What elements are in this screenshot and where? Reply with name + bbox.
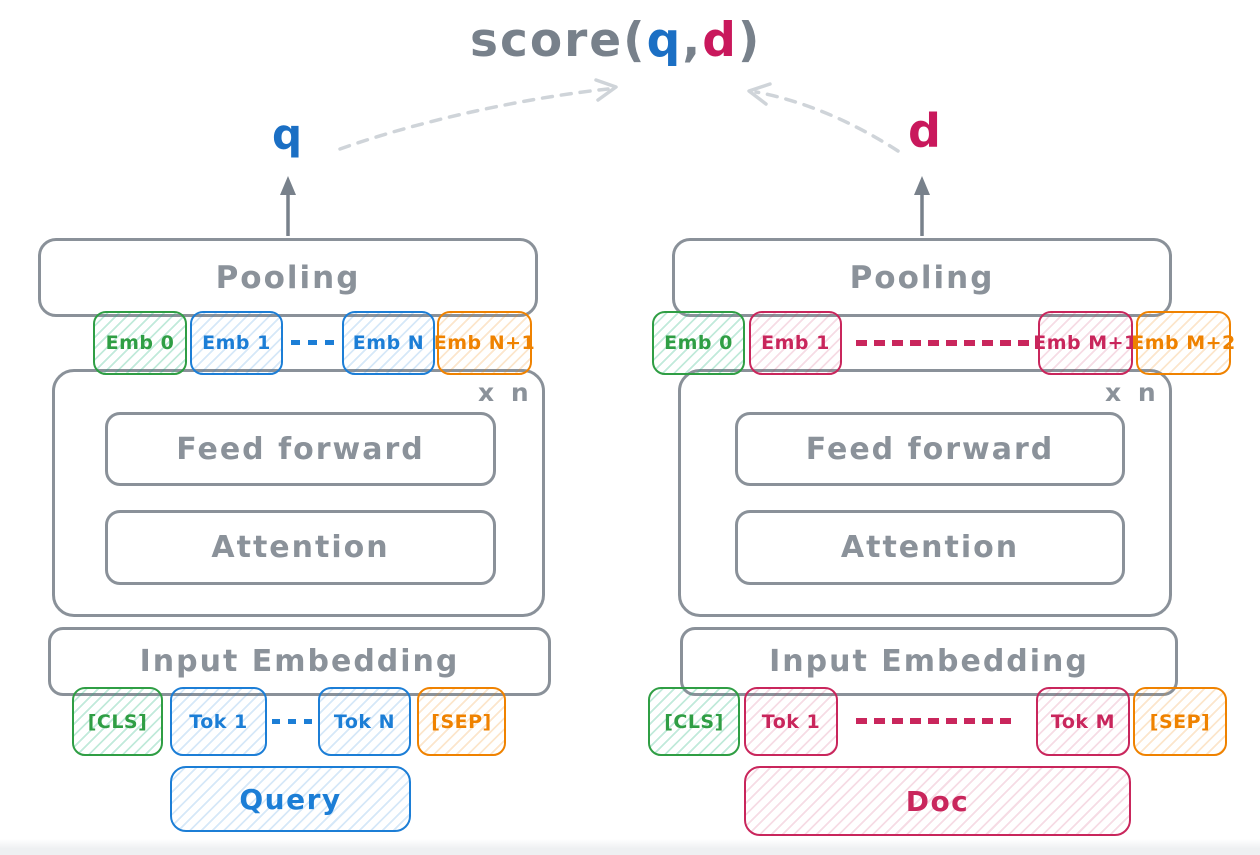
emb-chip-query-sep: Emb N+1 (434, 311, 535, 375)
query-vector-symbol: q (272, 110, 303, 159)
token-chip-doc-cls: [CLS] (648, 687, 740, 756)
dashed-arrow-q-to-score (338, 87, 610, 151)
emb-chip-doc-m1: Emb M+1 (1033, 311, 1137, 375)
token-chip-label: Tok M (1050, 710, 1116, 733)
score-formula: score(q,d) (470, 13, 761, 68)
page-bottom-edge (0, 839, 1260, 855)
feed-forward-box-query: Feed forward (105, 412, 496, 486)
pooling-label-doc: Pooling (849, 259, 995, 296)
score-comma: , (682, 13, 703, 68)
score-close-paren: ) (737, 13, 762, 68)
score-arg-d: d (702, 13, 738, 68)
token-chip-label: Tok 1 (761, 710, 821, 733)
dashed-arrowhead-q (594, 78, 618, 102)
doc-vector-symbol: d (908, 104, 941, 158)
emb-chip-query-n: Emb N (342, 311, 435, 375)
emb-chip-label: Emb 1 (202, 332, 271, 354)
input-embedding-box-doc: Input Embedding (680, 627, 1178, 696)
token-chip-doc-m: Tok M (1036, 687, 1130, 756)
token-chip-label: [SEP] (1149, 710, 1211, 733)
doc-input-box: Doc (744, 766, 1131, 836)
feed-forward-label: Feed forward (805, 431, 1055, 467)
emb-chip-label: Emb 0 (105, 332, 175, 354)
transformer-block-query (52, 369, 545, 617)
score-arg-q: q (646, 13, 683, 68)
token-chip-label: [CLS] (664, 710, 724, 733)
emb-chip-doc-0: Emb 0 (652, 311, 745, 375)
score-function-text: score( (470, 13, 647, 68)
attention-box-doc: Attention (735, 510, 1125, 585)
token-chip-label: [SEP] (431, 710, 492, 733)
attention-box-query: Attention (105, 510, 496, 585)
pooling-label-query: Pooling (215, 259, 361, 296)
arrowhead-d (914, 176, 930, 195)
input-embedding-label: Input Embedding (139, 644, 460, 679)
arrowhead-q (280, 176, 296, 195)
token-chip-query-n: Tok N (318, 687, 411, 756)
transformer-block-doc (678, 369, 1172, 617)
dashed-arrow-d-to-score (754, 90, 900, 153)
token-chip-query-1: Tok 1 (170, 687, 267, 756)
emb-chip-doc-sep: Emb M+2 (1131, 311, 1235, 375)
repeat-count-label-query: x n (478, 378, 533, 407)
emb-chip-label: Emb 1 (761, 332, 830, 354)
emb-chip-label: Emb 0 (664, 332, 733, 354)
feed-forward-box-doc: Feed forward (735, 412, 1125, 486)
doc-input-label: Doc (905, 784, 970, 818)
token-chip-query-cls: [CLS] (72, 687, 163, 756)
emb-chip-query-0: Emb 0 (93, 311, 187, 375)
emb-ellipsis-doc (856, 340, 1032, 346)
token-chip-query-sep: [SEP] (417, 687, 506, 756)
emb-chip-query-1: Emb 1 (190, 311, 283, 375)
token-chip-doc-1: Tok 1 (744, 687, 838, 756)
feed-forward-label: Feed forward (176, 431, 425, 467)
dashed-arrowhead-d (747, 82, 772, 106)
repeat-count-label-doc: x n (1105, 378, 1160, 407)
emb-chip-label: Emb M+1 (1033, 332, 1138, 354)
token-chip-label: [CLS] (87, 710, 148, 733)
token-chip-label: Tok N (333, 710, 396, 733)
emb-chip-label: Emb M+2 (1131, 332, 1236, 354)
token-ellipsis-doc (856, 718, 1015, 724)
token-chip-label: Tok 1 (189, 710, 248, 733)
emb-chip-label: Emb N+1 (433, 332, 536, 354)
token-chip-doc-sep: [SEP] (1133, 687, 1227, 756)
attention-label: Attention (211, 530, 390, 565)
token-ellipsis-query (272, 719, 312, 724)
emb-chip-label: Emb N (352, 332, 425, 354)
pooling-box-doc: Pooling (672, 238, 1172, 317)
query-input-box: Query (170, 766, 411, 832)
query-input-label: Query (239, 782, 342, 816)
attention-label: Attention (840, 530, 1020, 565)
input-embedding-box-query: Input Embedding (48, 627, 551, 696)
emb-chip-doc-1: Emb 1 (749, 311, 842, 375)
emb-ellipsis-query (291, 340, 334, 345)
input-embedding-label: Input Embedding (769, 644, 1089, 679)
pooling-box-query: Pooling (38, 238, 538, 317)
